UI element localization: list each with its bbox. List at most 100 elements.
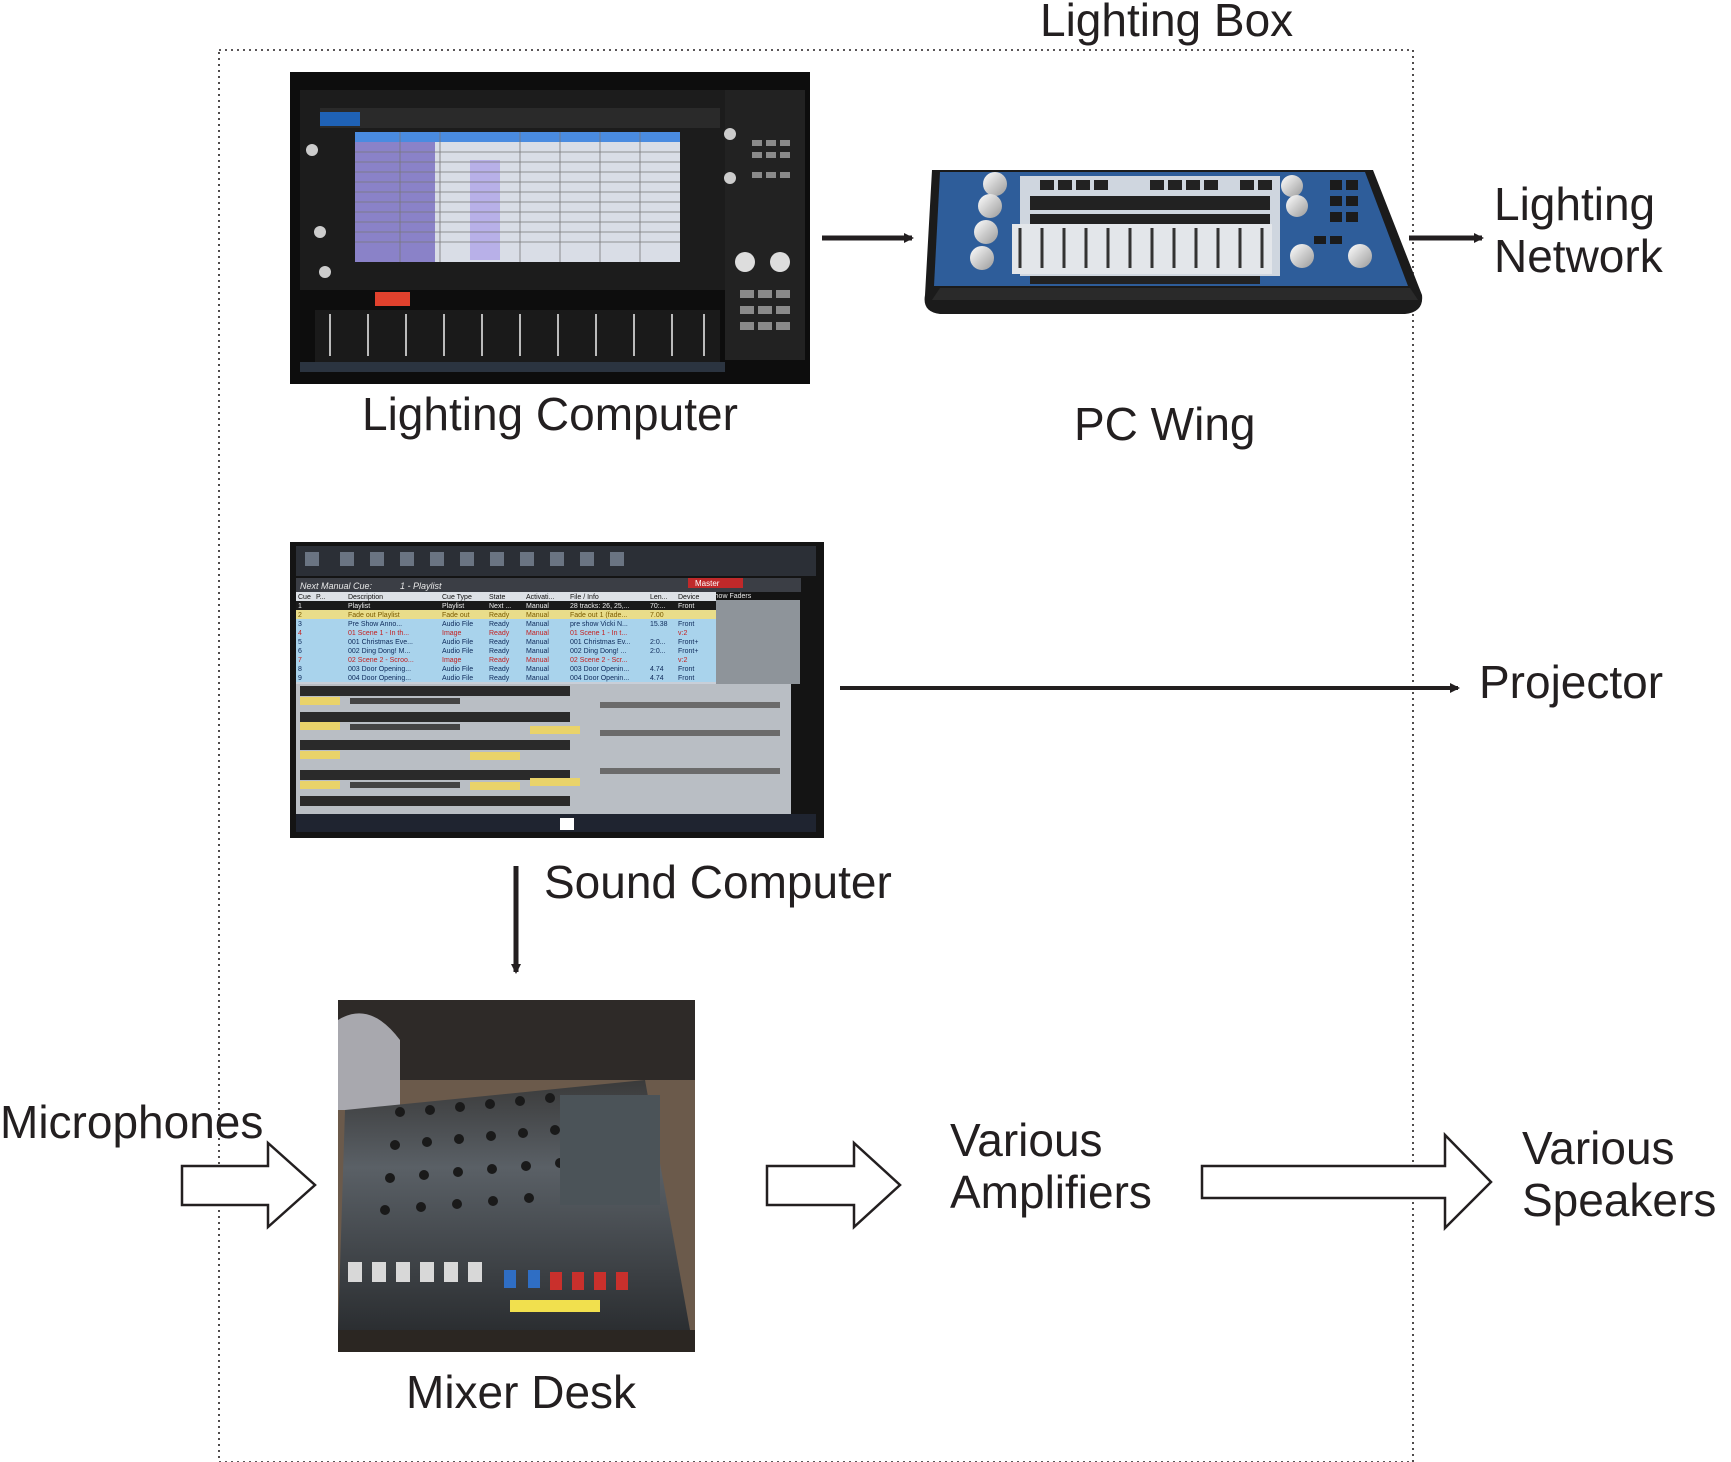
- cue-column-header: Cue Type: [442, 594, 472, 601]
- cue-cell: 02 Scene 2 - Scroo...: [348, 657, 414, 664]
- cue-cell: Image: [442, 630, 462, 637]
- cue-cell: Ready: [489, 630, 510, 637]
- cue-cell: Manual: [526, 657, 549, 664]
- cue-row-background: [296, 646, 716, 655]
- cue-cell: Manual: [526, 639, 549, 646]
- cue-row-background: [296, 619, 716, 628]
- cue-column-header: Cue: [298, 594, 311, 601]
- label-pc-wing: PC Wing: [1074, 398, 1256, 450]
- cue-cell: Playlist: [348, 603, 370, 610]
- cue-cell: pre show Vicki N...: [570, 621, 628, 628]
- cue-cell: 001 Christmas Ev...: [570, 639, 631, 646]
- block-arrow-amplifiers-to-speakers: [1200, 1131, 1493, 1232]
- sound-next-cue-value: 1 - Playlist: [400, 581, 442, 591]
- cue-cell: 2:0...: [650, 639, 666, 646]
- cue-cell: 8: [298, 666, 302, 673]
- cue-cell: Audio File: [442, 639, 473, 646]
- cue-cell: v:2: [678, 657, 687, 664]
- cue-cell: Playlist: [442, 603, 464, 610]
- cue-column-header: Len...: [650, 594, 668, 601]
- label-various-amplifiers-line1: Various: [950, 1114, 1103, 1166]
- cue-cell: Ready: [489, 621, 510, 628]
- label-various-speakers: Various Speakers: [1522, 1122, 1716, 1226]
- cue-cell: 4: [298, 630, 302, 637]
- cue-cell: Front+: [678, 639, 698, 646]
- cue-cell: Ready: [489, 675, 510, 682]
- cue-cell: Front: [678, 666, 694, 673]
- cue-cell: 01 Scene 1 - In th...: [348, 630, 409, 637]
- cue-cell: 9: [298, 675, 302, 682]
- cue-cell: Image: [442, 657, 462, 664]
- cue-cell: Ready: [489, 657, 510, 664]
- cue-cell: 004 Door Opening...: [348, 675, 411, 682]
- cue-row-background: [296, 655, 716, 664]
- sound-computer-photo: Next Manual Cue: 1 - Playlist Master Sho…: [290, 542, 824, 838]
- cue-cell: Front+: [678, 648, 698, 655]
- cue-cell: 002 Ding Dong! ...: [570, 648, 626, 655]
- cue-cell: 4.74: [650, 666, 664, 673]
- cue-column-header: Activati...: [526, 594, 554, 601]
- mixer-desk-photo: [338, 1000, 695, 1352]
- cue-cell: Front: [678, 621, 694, 628]
- cue-cell: 004 Door Openin...: [570, 675, 629, 682]
- cue-cell: 70:...: [650, 603, 666, 610]
- cue-cell: Manual: [526, 621, 549, 628]
- cue-row-background: [296, 637, 716, 646]
- label-lighting-computer: Lighting Computer: [362, 388, 738, 440]
- cue-cell: 4.74: [650, 675, 664, 682]
- block-arrow-mixer-to-amplifiers: [765, 1140, 902, 1230]
- cue-cell: v:2: [678, 630, 687, 637]
- label-mixer-desk: Mixer Desk: [406, 1366, 637, 1418]
- cue-cell: 1: [298, 603, 302, 610]
- label-various-speakers-line2: Speakers: [1522, 1174, 1717, 1226]
- cue-cell: Manual: [526, 603, 549, 610]
- cue-row-background: [296, 610, 716, 619]
- cue-cell: Ready: [489, 666, 510, 673]
- cue-cell: Next ...: [489, 603, 511, 610]
- block-arrow-microphones-to-mixer: [180, 1140, 317, 1230]
- sound-next-cue-label: Next Manual Cue:: [300, 581, 373, 591]
- cue-cell: 3: [298, 621, 302, 628]
- sound-show-faders: Show Faders: [710, 593, 752, 600]
- cue-cell: 2: [298, 612, 302, 619]
- lighting-box-boundary: [218, 49, 1414, 1462]
- label-projector: Projector: [1479, 656, 1664, 708]
- cue-cell: Front: [678, 675, 694, 682]
- cue-cell: Audio File: [442, 675, 473, 682]
- cue-cell: 002 Ding Dong! M...: [348, 648, 410, 655]
- cue-cell: Manual: [526, 612, 549, 619]
- label-lighting-network: Lighting Network: [1494, 178, 1663, 282]
- label-lighting-network-line1: Lighting: [1494, 178, 1656, 230]
- cue-cell: 003 Door Openin...: [570, 666, 629, 673]
- cue-cell: 2:0...: [650, 648, 666, 655]
- cue-row-background: [296, 601, 716, 610]
- cue-column-header: File / Info: [570, 594, 599, 601]
- label-various-amplifiers-line2: Amplifiers: [950, 1166, 1152, 1218]
- cue-cell: 7.00: [650, 612, 664, 619]
- pc-wing-photo: [924, 170, 1423, 314]
- label-lighting-box: Lighting Box: [1040, 0, 1294, 46]
- label-lighting-network-line2: Network: [1494, 230, 1663, 282]
- cue-cell: 003 Door Opening...: [348, 666, 411, 673]
- cue-column-header: Device: [678, 594, 700, 601]
- cue-cell: Ready: [489, 648, 510, 655]
- cue-cell: Manual: [526, 666, 549, 673]
- cue-cell: Manual: [526, 630, 549, 637]
- cue-cell: Audio File: [442, 666, 473, 673]
- lighting-computer-photo: [290, 72, 810, 384]
- cue-cell: Fade out Playlist: [348, 612, 400, 619]
- cue-cell: 15.38: [650, 621, 668, 628]
- cue-column-header: State: [489, 594, 505, 601]
- cue-row-background: [296, 664, 716, 673]
- cue-column-header: P...: [316, 594, 326, 601]
- cue-row-background: [296, 628, 716, 637]
- cue-cell: 7: [298, 657, 302, 664]
- cue-cell: Fade out: [442, 612, 470, 619]
- label-various-amplifiers: Various Amplifiers: [950, 1114, 1152, 1218]
- cue-cell: 01 Scene 1 - In t...: [570, 630, 627, 637]
- cue-cell: Pre Show Anno...: [348, 621, 402, 628]
- cue-cell: Audio File: [442, 621, 473, 628]
